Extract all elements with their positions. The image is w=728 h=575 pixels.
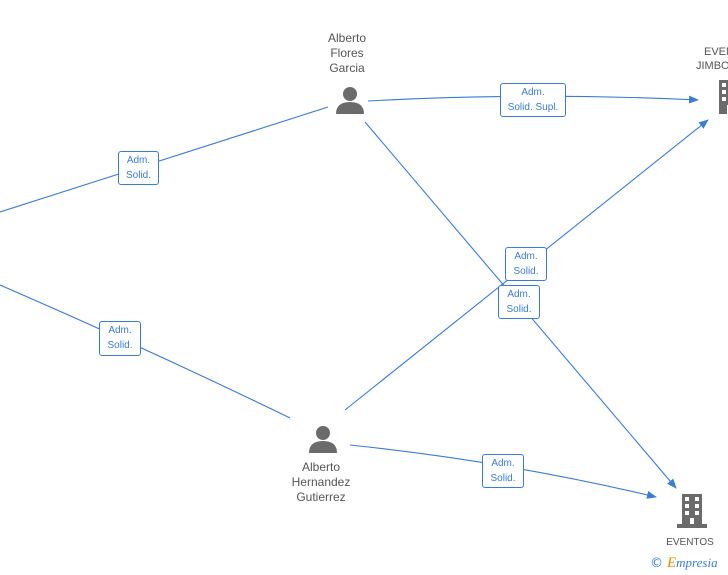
company-label-eventos-jimbo[interactable]: EVEN JIMBO <box>696 46 728 72</box>
building-icon[interactable] <box>717 80 728 114</box>
edge-label-adm-solid[interactable]: Adm. Solid. <box>505 247 547 281</box>
empresia-watermark: © Empresia <box>650 555 718 572</box>
edge-label-adm-solid[interactable]: Adm. Solid. <box>99 321 141 356</box>
brand-name: mpresia <box>676 555 718 570</box>
building-icon[interactable] <box>677 494 707 528</box>
person-label-alberto-hernandez[interactable]: Alberto Hernandez Gutierrez <box>291 460 351 504</box>
person-icon[interactable] <box>308 424 338 454</box>
edge-line-left-to-hernandez <box>0 284 291 419</box>
brand-initial: E <box>667 555 677 571</box>
person-label-alberto-flores[interactable]: Alberto Flores Garcia <box>327 31 367 75</box>
edge-label-adm-solid[interactable]: Adm. Solid. <box>498 285 540 319</box>
copyright-symbol: © <box>650 556 663 571</box>
edge-label-adm-solid[interactable]: Adm. Solid. <box>482 454 524 488</box>
company-label-eventos[interactable]: EVENTOS <box>666 537 714 548</box>
person-icon[interactable] <box>335 85 365 115</box>
edge-label-adm-solid[interactable]: Adm. Solid. <box>118 151 159 185</box>
edge-label-adm-solid-supl[interactable]: Adm. Solid. Supl. <box>500 83 566 117</box>
edge-line-left-to-flores <box>0 106 329 213</box>
